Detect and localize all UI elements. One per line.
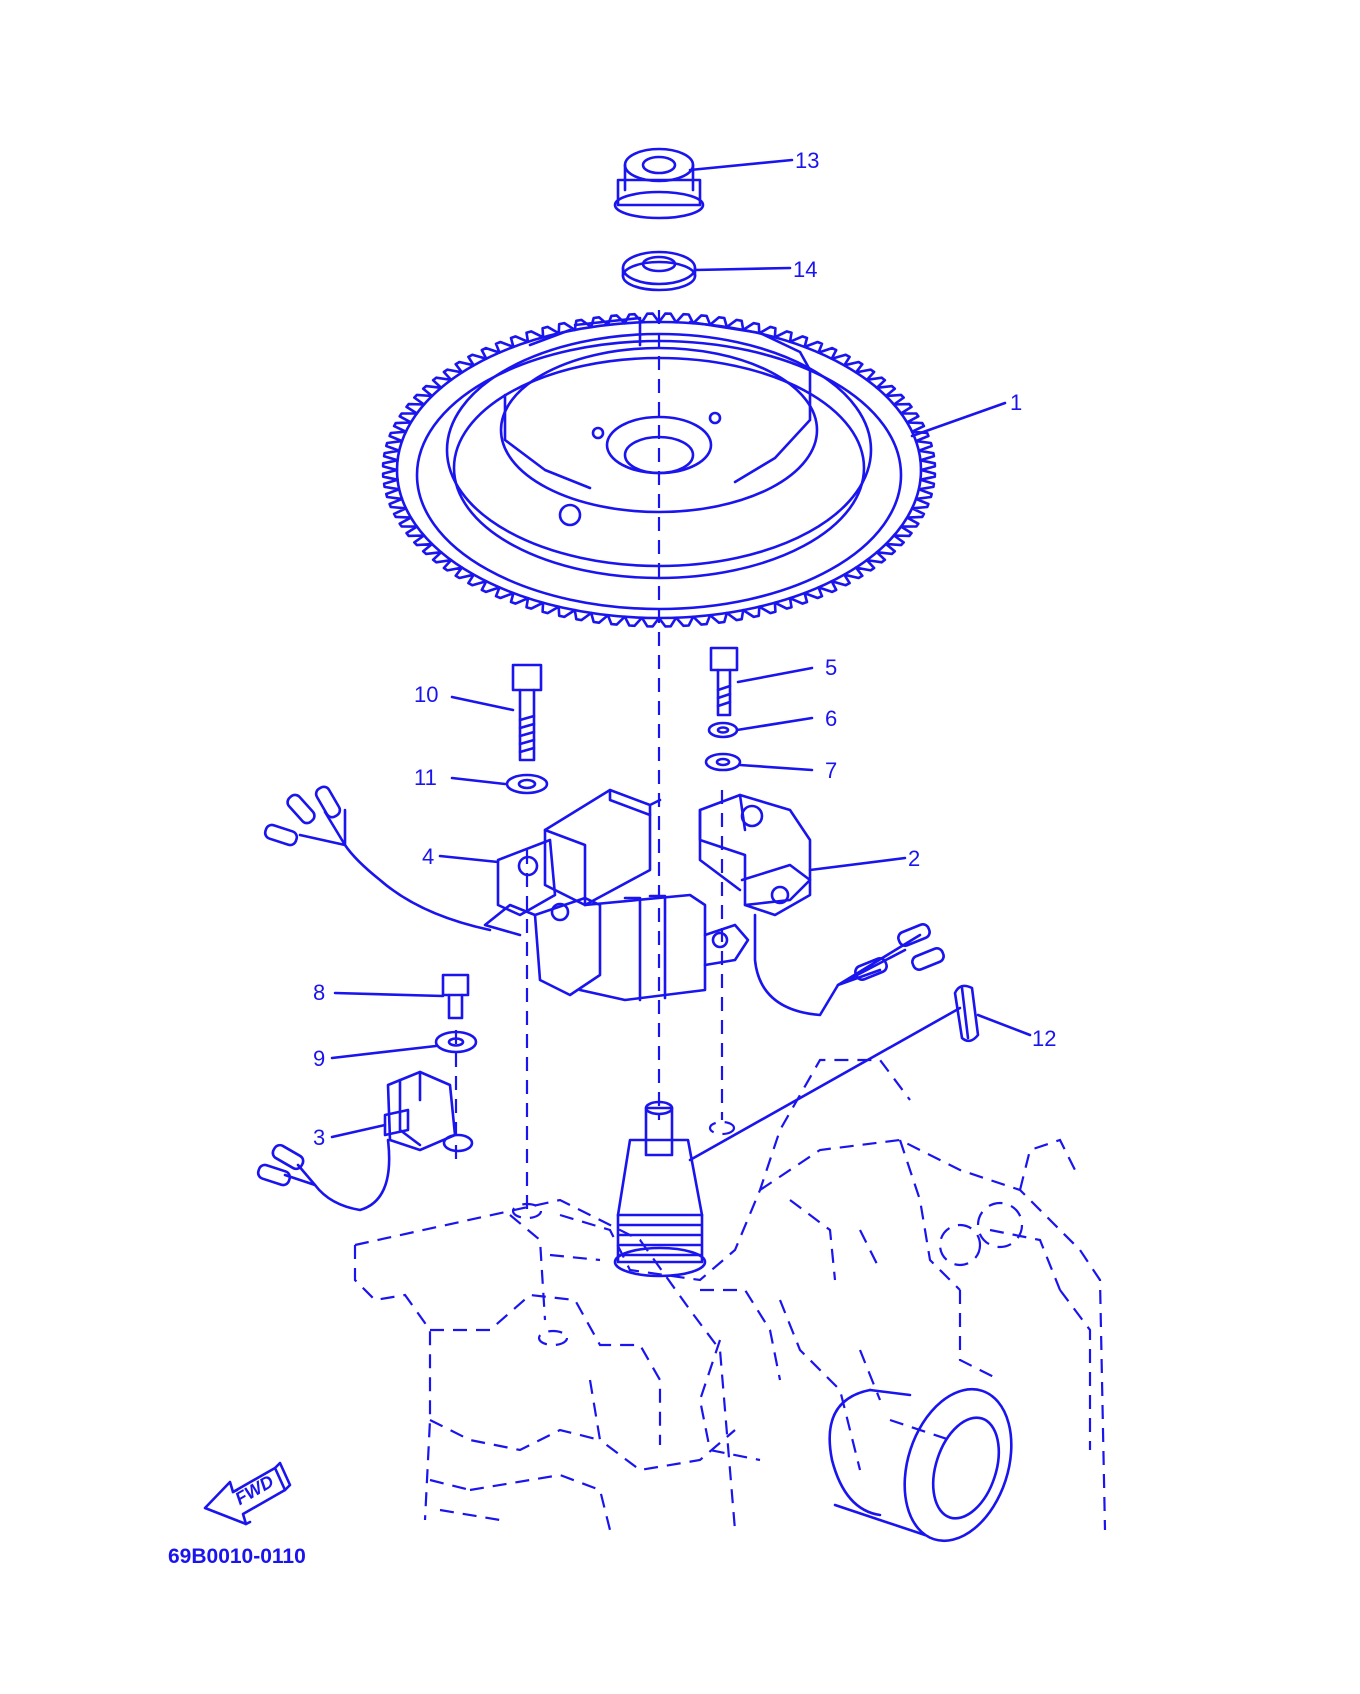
callout-11: 11 [414, 765, 437, 790]
engine-block [353, 1058, 1107, 1531]
ring-gear-teeth [381, 312, 937, 628]
callout-5: 5 [825, 655, 837, 680]
part-3-thermo-switch [256, 1070, 474, 1212]
pulser-coil-assembly [483, 893, 750, 1002]
part-5-bolt [709, 646, 739, 717]
part-6-lock-washer [707, 721, 739, 739]
callout-8: 8 [313, 980, 325, 1005]
part-9-washer [434, 1030, 478, 1054]
fwd-arrow-icon: FWD [203, 1461, 292, 1526]
callout-4: 4 [422, 844, 434, 869]
part-13-flange-nut [613, 147, 705, 220]
callout-leaders [330, 158, 1032, 1162]
callout-7: 7 [825, 758, 837, 783]
fwd-label: FWD [232, 1471, 277, 1509]
callout-6: 6 [825, 706, 837, 731]
callout-2: 2 [908, 846, 920, 871]
callout-12: 12 [1032, 1026, 1056, 1051]
drawing-code: 69B0010-0110 [168, 1545, 306, 1568]
part-7-washer [704, 752, 742, 772]
part-14-washer [621, 250, 697, 292]
callout-labels: 13 14 1 2 3 4 5 6 7 8 9 10 11 12 [313, 148, 1056, 1150]
part-8-bolt [441, 973, 470, 1020]
callout-14: 14 [793, 257, 817, 282]
callout-3: 3 [313, 1125, 325, 1150]
part-2-ignition-coil [698, 793, 945, 1017]
callout-13: 13 [795, 148, 819, 173]
part-11-washer [505, 773, 549, 795]
part-4-wiring [263, 785, 492, 932]
part-10-bolt [511, 663, 543, 762]
part-4-charge-coil [496, 788, 662, 917]
crankshaft [613, 1100, 707, 1278]
oil-filter [828, 1387, 1013, 1543]
part-12-woodruff-key [953, 984, 980, 1043]
callout-1: 1 [1010, 390, 1022, 415]
callout-10: 10 [414, 682, 438, 707]
part-1-flywheel [381, 312, 937, 628]
callout-9: 9 [313, 1046, 325, 1071]
